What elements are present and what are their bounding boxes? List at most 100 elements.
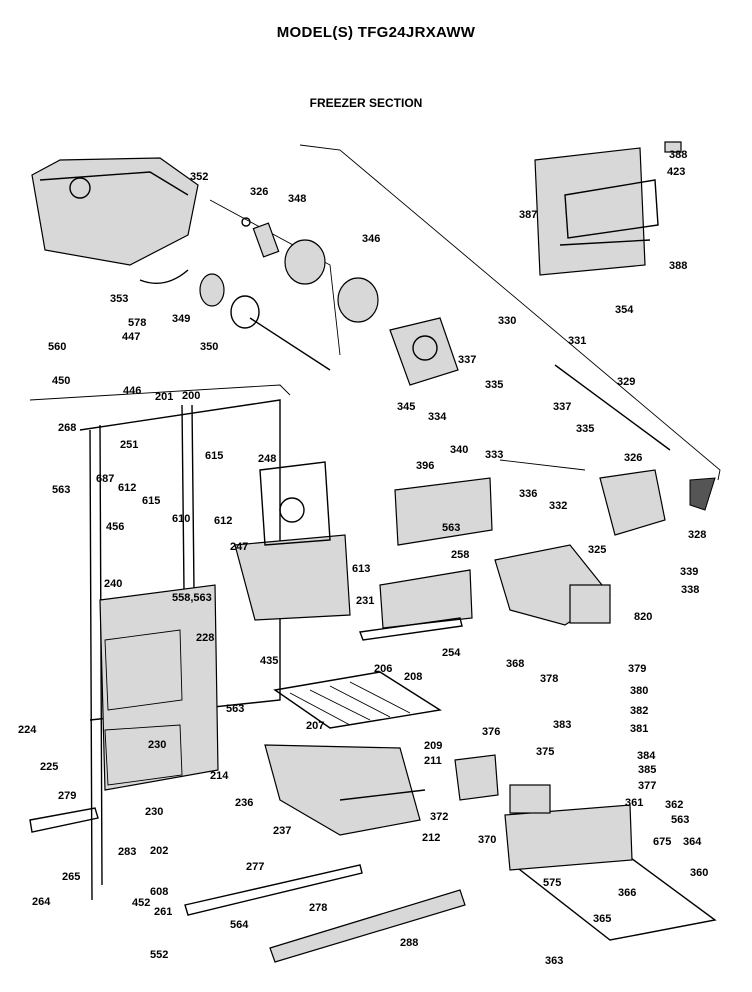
part-label-675: 675 [653, 836, 671, 848]
part-label-687: 687 [96, 473, 114, 485]
part-label-230: 230 [148, 739, 166, 751]
part-label-230: 230 [145, 806, 163, 818]
part-label-383: 383 [553, 719, 571, 731]
part-label-352: 352 [190, 171, 208, 183]
part-label-363: 363 [545, 955, 563, 967]
part-label-335: 335 [485, 379, 503, 391]
part-label-372: 372 [430, 811, 448, 823]
part-label-254: 254 [442, 647, 461, 659]
part-label-334: 334 [428, 411, 447, 423]
part-label-378: 378 [540, 673, 558, 685]
part-label-381: 381 [630, 723, 648, 735]
part-label-258: 258 [451, 549, 469, 561]
part-label-354: 354 [615, 304, 634, 316]
part-label-224: 224 [18, 724, 37, 736]
part-label-346: 346 [362, 233, 380, 245]
part-label-612: 612 [118, 482, 136, 494]
part-label-446: 446 [123, 385, 141, 397]
part-label-563: 563 [52, 484, 70, 496]
part-label-368: 368 [506, 658, 524, 670]
part-label-610: 610 [172, 513, 190, 525]
part-label-388: 388 [669, 260, 687, 272]
part-label-208: 208 [404, 671, 422, 683]
auger-parts-drawing [199, 217, 379, 371]
ice-maker-drawing [494, 364, 716, 626]
part-label-345: 345 [397, 401, 415, 413]
part-label-560: 560 [48, 341, 66, 353]
part-label-370: 370 [478, 834, 496, 846]
part-label-396: 396 [416, 460, 434, 472]
freezer-wall-drawing [29, 399, 281, 901]
part-label-236: 236 [235, 797, 253, 809]
section-title: FREEZER SECTION [309, 96, 423, 110]
part-label-349: 349 [172, 313, 190, 325]
model-title: MODEL(S) TFG24JRXAWW [276, 24, 476, 41]
part-label-206: 206 [374, 663, 392, 675]
part-label-325: 325 [588, 544, 606, 556]
part-label-336: 336 [519, 488, 537, 500]
part-label-365: 365 [593, 913, 611, 925]
part-label-209: 209 [424, 740, 442, 752]
part-label-360: 360 [690, 867, 708, 879]
part-label-376: 376 [482, 726, 500, 738]
bottom-cover-drawing [454, 754, 717, 941]
part-label-615: 615 [142, 495, 160, 507]
part-label-563: 563 [442, 522, 460, 534]
part-label-575: 575 [543, 877, 561, 889]
part-label-283: 283 [118, 846, 136, 858]
part-label-364: 364 [683, 836, 702, 848]
part-label-335: 335 [576, 423, 594, 435]
part-label-375: 375 [536, 746, 554, 758]
part-label-228: 228 [196, 632, 214, 644]
part-label-211: 211 [424, 755, 442, 767]
part-label-350: 350 [200, 341, 218, 353]
part-label-248: 248 [258, 453, 276, 465]
part-label-564: 564 [230, 919, 249, 931]
part-label-279: 279 [58, 790, 76, 802]
part-label-331: 331 [568, 335, 586, 347]
part-label-265: 265 [62, 871, 80, 883]
part-label-612: 612 [214, 515, 232, 527]
part-label-329: 329 [617, 376, 635, 388]
part-label-261: 261 [154, 906, 172, 918]
part-label-379: 379 [628, 663, 646, 675]
part-label-333: 333 [485, 449, 503, 461]
part-label-578: 578 [128, 317, 146, 329]
part-label-340: 340 [450, 444, 468, 456]
mounting-plate-drawing [389, 317, 459, 386]
part-label-423: 423 [667, 166, 685, 178]
part-label-385: 385 [638, 764, 656, 776]
part-label-328: 328 [688, 529, 706, 541]
part-label-338: 338 [681, 584, 699, 596]
part-label-820: 820 [634, 611, 652, 623]
part-label-212: 212 [422, 832, 440, 844]
part-label-202: 202 [150, 845, 168, 857]
part-label-388: 388 [669, 149, 687, 161]
control-panels-drawing [359, 477, 493, 641]
part-label-435: 435 [260, 655, 278, 667]
part-label-452: 452 [132, 897, 150, 909]
part-label-237: 237 [273, 825, 291, 837]
part-label-231: 231 [356, 595, 374, 607]
part-label-337: 337 [458, 354, 476, 366]
part-label-247: 247 [230, 541, 248, 553]
part-label-332: 332 [549, 500, 567, 512]
part-label-225: 225 [40, 761, 58, 773]
part-label-288: 288 [400, 937, 418, 949]
part-label-563: 563 [226, 703, 244, 715]
part-label-380: 380 [630, 685, 648, 697]
part-label-240: 240 [104, 578, 122, 590]
part-label-608: 608 [150, 886, 168, 898]
shelf-basket-drawing [264, 671, 442, 836]
rails-drawing [184, 864, 466, 963]
part-label-613: 613 [352, 563, 370, 575]
part-label-330: 330 [498, 315, 516, 327]
part-label-339: 339 [680, 566, 698, 578]
air-duct-drawing [234, 461, 351, 621]
part-label-353: 353 [110, 293, 128, 305]
part-label-214: 214 [210, 770, 229, 782]
part-label-456: 456 [106, 521, 124, 533]
part-label-387: 387 [519, 209, 537, 221]
part-label-377: 377 [638, 780, 656, 792]
